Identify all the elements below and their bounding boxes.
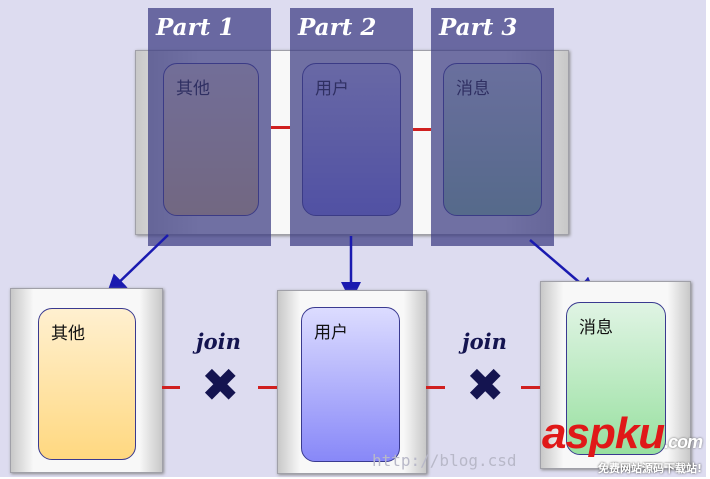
connector bbox=[413, 128, 431, 131]
partition-1: Part 1 bbox=[148, 8, 271, 246]
connector bbox=[258, 386, 277, 389]
card-label: 其他 bbox=[51, 324, 85, 344]
arrow bbox=[106, 234, 169, 295]
join-label: join bbox=[196, 329, 241, 354]
watermark-logo: aspku.com bbox=[542, 409, 703, 464]
partition-label: Part 1 bbox=[156, 14, 235, 41]
partition-label: Part 2 bbox=[298, 14, 377, 41]
partition-2: Part 2 bbox=[290, 8, 413, 246]
connector bbox=[521, 386, 540, 389]
partition-3: Part 3 bbox=[431, 8, 554, 246]
watermark-url: http://blog.csd bbox=[372, 451, 517, 470]
bottom-card-message: 消息 bbox=[566, 302, 666, 455]
connector bbox=[162, 386, 180, 389]
partition-label: Part 3 bbox=[439, 14, 518, 41]
logo-suffix: .com bbox=[664, 432, 703, 452]
card-label: 消息 bbox=[579, 318, 613, 338]
connector bbox=[271, 126, 290, 129]
join-label: join bbox=[462, 329, 507, 354]
watermark-slogan: 免费网站源码下载站! bbox=[598, 462, 703, 475]
bottom-card-other: 其他 bbox=[38, 308, 136, 460]
bottom-card-user: 用户 bbox=[301, 307, 400, 462]
x-mark-icon: ✖ bbox=[201, 358, 240, 412]
connector bbox=[426, 386, 445, 389]
logo-text: aspku bbox=[542, 409, 665, 458]
card-label: 用户 bbox=[314, 323, 348, 343]
x-mark-icon: ✖ bbox=[466, 358, 505, 412]
